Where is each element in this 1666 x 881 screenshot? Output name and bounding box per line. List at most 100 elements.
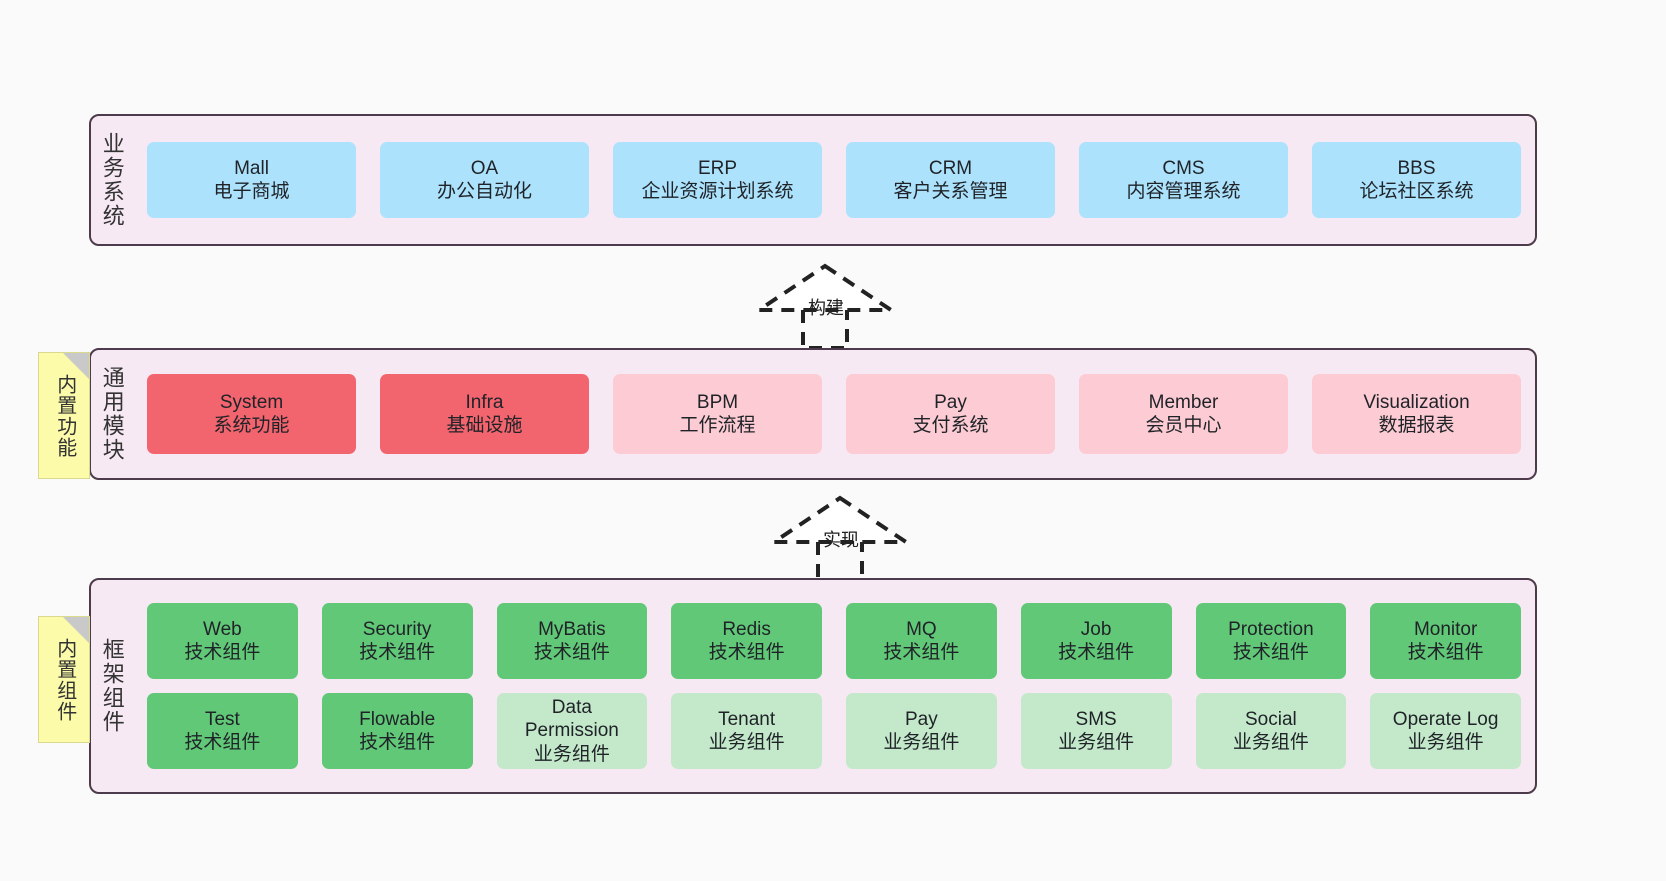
cell-subtitle: 业务组件 <box>1407 732 1484 753</box>
cell-subtitle: 系统功能 <box>213 415 290 436</box>
cell-subtitle: 业务组件 <box>708 732 785 753</box>
cell-title: Infra <box>465 391 504 413</box>
cell-title: Mall <box>234 157 269 179</box>
implement-arrowhead <box>767 495 913 544</box>
cell-subtitle: 业务组件 <box>533 743 610 765</box>
cell-title: Web <box>203 618 242 640</box>
cell-subtitle: 技术组件 <box>533 642 610 663</box>
note-fold-corner-icon <box>63 353 89 379</box>
layer-modules-title: 通用模块 <box>99 366 125 462</box>
cell-subtitle: 办公自动化 <box>436 181 532 202</box>
build-arrow-tail <box>801 310 849 350</box>
cell-subtitle: 技术组件 <box>359 642 436 663</box>
cell-subtitle: 企业资源计划系统 <box>641 181 794 202</box>
note-builtin-features: 内置功能 <box>38 352 90 479</box>
cell-subtitle: 技术组件 <box>359 732 436 753</box>
cell-subtitle: 业务组件 <box>1232 732 1309 753</box>
cell-subtitle: 技术组件 <box>1232 642 1309 663</box>
cell-title: Job <box>1080 618 1112 640</box>
cell-title: Flowable <box>359 708 436 730</box>
cell-subtitle: 技术组件 <box>883 642 960 663</box>
cell-subtitle: 支付系统 <box>912 415 989 436</box>
cell-title: Test <box>204 708 240 730</box>
cell-title: System <box>219 391 284 413</box>
note-builtin-features-label: 内置功能 <box>53 373 76 458</box>
cell-subtitle: 业务组件 <box>1058 732 1135 753</box>
cell-subtitle: 论坛社区系统 <box>1359 181 1474 202</box>
cell-subtitle: 电子商城 <box>213 181 290 202</box>
cell-subtitle: 会员中心 <box>1145 415 1222 436</box>
cell-title: CMS <box>1162 157 1205 179</box>
cell-title: MyBatis <box>538 618 606 640</box>
cell-title: BPM <box>696 391 739 413</box>
connector-build-label: 构建 <box>808 298 844 318</box>
cell-title: ERP <box>697 157 738 179</box>
cell-subtitle: 基础设施 <box>446 415 523 436</box>
cell-subtitle: 技术组件 <box>708 642 785 663</box>
layer-framework-title: 框架组件 <box>99 638 125 734</box>
cell-title: Monitor <box>1413 618 1478 640</box>
cell-subtitle: 内容管理系统 <box>1126 181 1241 202</box>
cell-title: SMS <box>1075 708 1117 730</box>
layer-business-title: 业务系统 <box>99 132 125 228</box>
cell-subtitle: 技术组件 <box>1058 642 1135 663</box>
cell-title: MQ <box>906 618 937 640</box>
connector-implement-label: 实现 <box>823 530 859 550</box>
cell-subtitle: 技术组件 <box>1407 642 1484 663</box>
note-builtin-components-label: 内置组件 <box>53 637 76 722</box>
cell-title: Visualization <box>1363 391 1470 413</box>
cell-title: Protection <box>1228 618 1314 640</box>
cell-subtitle: 工作流程 <box>679 415 756 436</box>
cell-subtitle: 技术组件 <box>184 732 261 753</box>
cell-title: Redis <box>722 618 771 640</box>
cell-title: Pay <box>905 708 938 730</box>
cell-title: Security <box>362 618 432 640</box>
connector-build: 构建 <box>752 258 915 350</box>
cell-title: OA <box>470 157 499 179</box>
build-arrowhead <box>752 263 898 312</box>
cell-title: Tenant <box>718 708 776 730</box>
cell-subtitle: 客户关系管理 <box>893 181 1008 202</box>
connector-implement: 实现 <box>767 490 930 582</box>
cell-title: Social <box>1245 708 1297 730</box>
cell-subtitle: 业务组件 <box>883 732 960 753</box>
